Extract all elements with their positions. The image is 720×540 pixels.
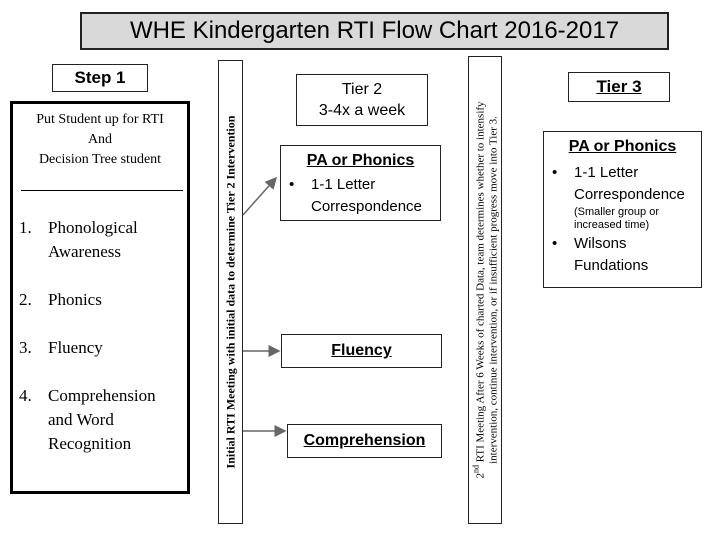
second-rti-meeting-band: 2nd RTI Meeting After 6 Weeks of charted… [468, 56, 502, 524]
tier2-frequency: 3-4x a week [318, 102, 406, 119]
tier3-pa-phonics-box: PA or Phonics • 1-1 Letter Correspondenc… [543, 131, 702, 288]
item-text: Recognition [48, 434, 132, 453]
step1-intro: Put Student up for RTI And Decision Tree… [13, 110, 187, 170]
bullet-symbol: • [552, 235, 558, 252]
bullet-symbol: • [552, 164, 558, 181]
bullet-text: 1-1 Letter [574, 164, 639, 181]
item-text: Awareness [48, 242, 122, 261]
initial-rti-meeting-band: Initial RTI Meeting with initial data to… [218, 60, 243, 524]
tier2-title: Tier 2 [341, 81, 383, 98]
page-title: WHE Kindergarten RTI Flow Chart 2016-201… [80, 12, 669, 50]
bullet-text: Correspondence [311, 198, 422, 215]
note-text: (Smaller group or [574, 206, 659, 218]
bullet-text: 1-1 Letter [311, 176, 376, 193]
intro-line: And [87, 132, 113, 147]
bullet-text: Wilsons [574, 235, 627, 252]
item-number: 3. [19, 338, 32, 357]
meeting2-line1: RTI Meeting After 6 Weeks of charted Dat… [474, 101, 487, 466]
second-rti-meeting-text: 2nd RTI Meeting After 6 Weeks of charted… [470, 101, 501, 478]
tier2-fluency-box: Fluency [281, 334, 442, 368]
meeting2-line2: intervention, continue intervention, or … [487, 116, 500, 464]
tier2-pa-heading: PA or Phonics [306, 152, 415, 169]
step1-label: Step 1 [52, 64, 148, 92]
intro-line: Put Student up for RTI [36, 112, 164, 127]
item-text: Comprehension [48, 386, 156, 405]
tier3-note: (Smaller group or increased time) [574, 206, 659, 232]
bullet-symbol: • [289, 176, 295, 193]
tier3-pa-heading: PA or Phonics [568, 138, 677, 155]
note-text: increased time) [574, 219, 650, 231]
item-text: Fluency [48, 338, 103, 357]
tier2-header: Tier 2 3-4x a week [296, 74, 428, 126]
arrow-to-pa-phonics [242, 176, 277, 216]
tier2-pa-phonics-box: PA or Phonics • 1-1 Letter Correspondenc… [280, 145, 441, 221]
intro-line: Decision Tree student [38, 152, 162, 167]
bullet-text: Correspondence [574, 186, 685, 203]
item-text: Phonics [48, 290, 102, 309]
item-number: 2. [19, 290, 32, 309]
divider-line [21, 190, 183, 191]
item-text: Phonological [48, 218, 138, 237]
item-text: and Word [48, 410, 114, 429]
meeting-ordinal: 2 [474, 473, 487, 479]
tier2-comprehension-box: Comprehension [287, 424, 442, 458]
tier3-header: Tier 3 [568, 72, 670, 102]
item-number: 1. [19, 218, 32, 237]
step1-box: Put Student up for RTI And Decision Tree… [10, 101, 190, 494]
meeting-ordinal-suffix: nd [471, 465, 481, 474]
bullet-text: Fundations [574, 257, 649, 274]
item-number: 4. [19, 386, 32, 405]
